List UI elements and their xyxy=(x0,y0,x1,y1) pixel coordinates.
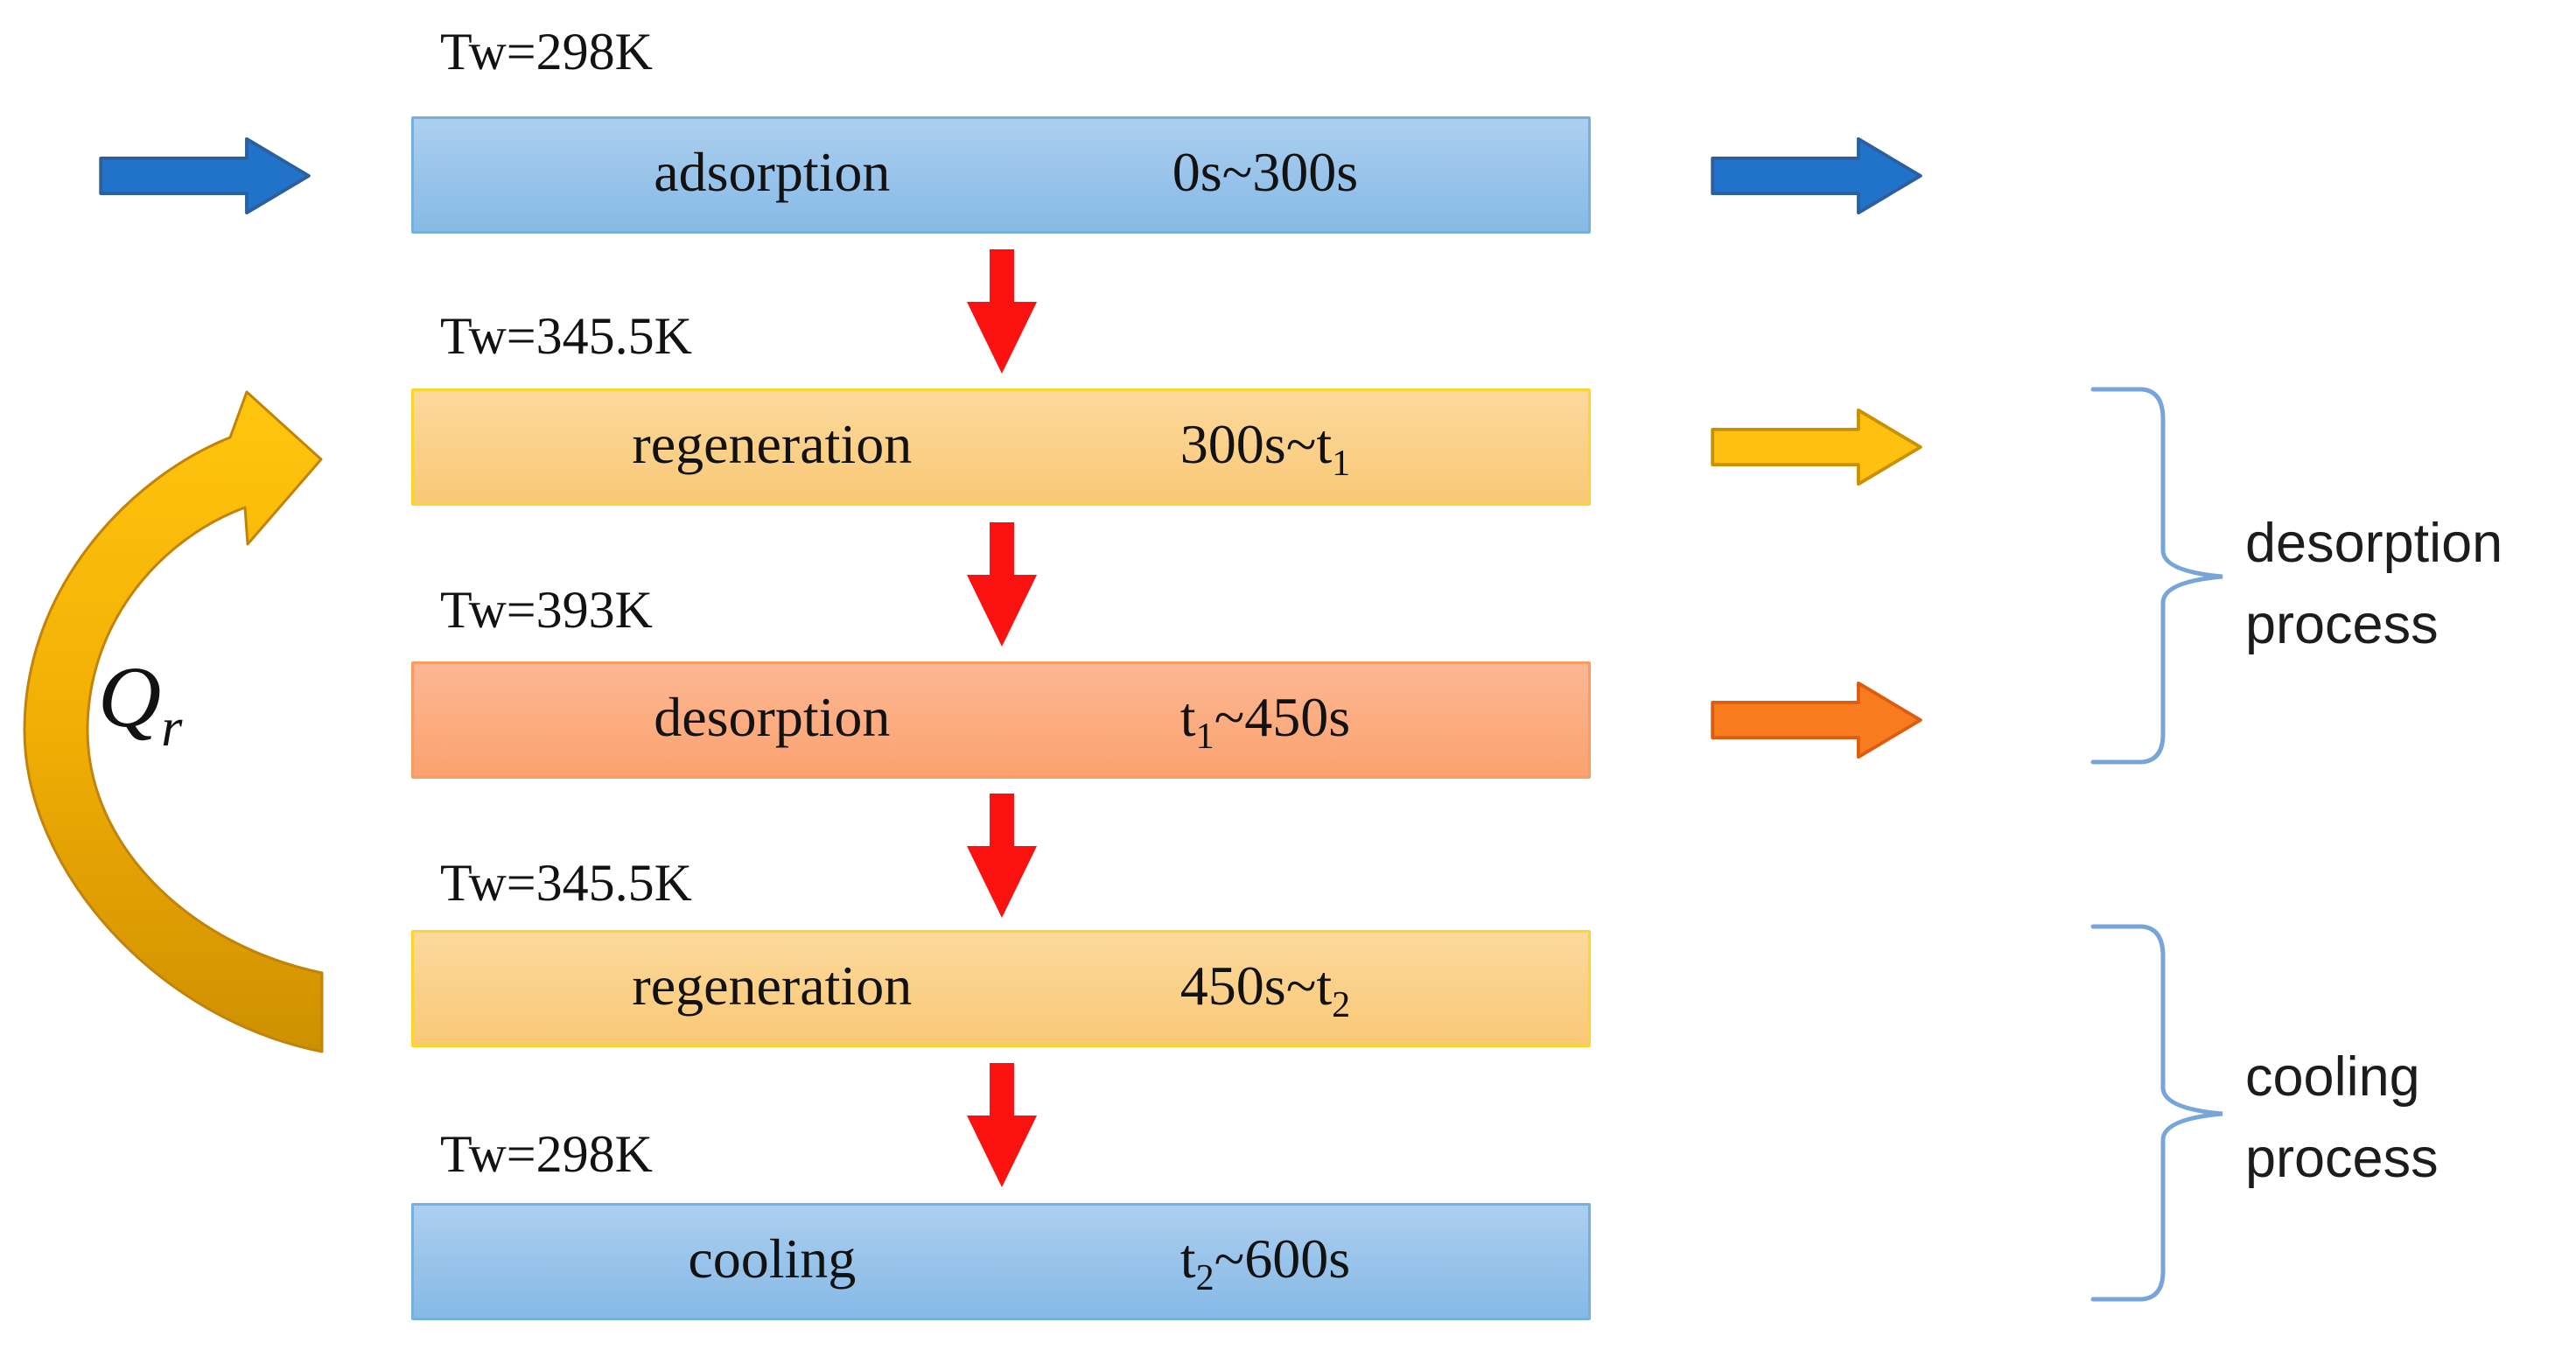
outflow-arrow-adsorption-icon xyxy=(1711,136,1922,215)
stage-name: desorption xyxy=(654,686,891,749)
stage-box-regeneration-2: regeneration 450s~t2 xyxy=(411,930,1591,1047)
arrow-stem xyxy=(990,1063,1014,1116)
stage-time: t1~450s xyxy=(1180,686,1351,758)
temp-label-cooling: Tw=298K xyxy=(440,1125,653,1183)
cooling-process-line1: cooling xyxy=(2245,1046,2420,1108)
temp-label-desorption: Tw=393K xyxy=(440,581,653,639)
desorption-process-line2: process xyxy=(2245,594,2439,655)
heat-recovery-label: Qr xyxy=(98,648,182,756)
temp-label-regeneration-2: Tw=345.5K xyxy=(440,854,692,912)
step-down-arrow-1 xyxy=(967,249,1037,374)
stage-box-desorption: desorption t1~450s xyxy=(411,661,1591,779)
heat-recovery-curved-arrow-icon xyxy=(23,390,324,1053)
arrow-head xyxy=(967,575,1037,647)
stage-box-cooling: cooling t2~600s xyxy=(411,1203,1591,1320)
stage-name: regeneration xyxy=(632,413,913,476)
stage-time: 450s~t2 xyxy=(1180,955,1351,1026)
stage-time: 300s~t1 xyxy=(1180,413,1351,485)
desorption-process-line1: desorption xyxy=(2245,513,2503,574)
arrow-stem xyxy=(990,522,1014,575)
stage-name: cooling xyxy=(688,1228,857,1291)
brace-cooling-process-icon xyxy=(2090,924,2223,1302)
stage-box-adsorption: adsorption 0s~300s xyxy=(411,116,1591,234)
brace-desorption-process-icon xyxy=(2090,387,2223,765)
temp-label-regeneration-1: Tw=345.5K xyxy=(440,307,692,365)
stage-time: t2~600s xyxy=(1180,1228,1351,1299)
temp-label-adsorption: Tw=298K xyxy=(440,23,653,80)
stage-box-regeneration-1: regeneration 300s~t1 xyxy=(411,388,1591,506)
stage-name: adsorption xyxy=(654,141,891,204)
stage-time: 0s~300s xyxy=(1172,141,1359,204)
arrow-stem xyxy=(990,249,1014,302)
cooling-process-line2: process xyxy=(2245,1128,2439,1189)
inflow-arrow-icon xyxy=(99,136,311,215)
arrow-head xyxy=(967,846,1037,918)
outflow-arrow-desorption-icon xyxy=(1711,681,1922,759)
outflow-arrow-regeneration-icon xyxy=(1711,408,1922,486)
cooling-process-label: cooling process xyxy=(2245,1037,2439,1200)
desorption-process-label: desorption process xyxy=(2245,503,2502,666)
step-down-arrow-2 xyxy=(967,522,1037,647)
arrow-stem xyxy=(990,794,1014,846)
stage-name: regeneration xyxy=(632,955,913,1018)
heat-recovery-subscript: r xyxy=(161,698,183,758)
heat-recovery-symbol: Q xyxy=(98,648,162,745)
arrow-head xyxy=(967,302,1037,374)
step-down-arrow-4 xyxy=(967,1063,1037,1187)
arrow-head xyxy=(967,1116,1037,1187)
step-down-arrow-3 xyxy=(967,794,1037,918)
